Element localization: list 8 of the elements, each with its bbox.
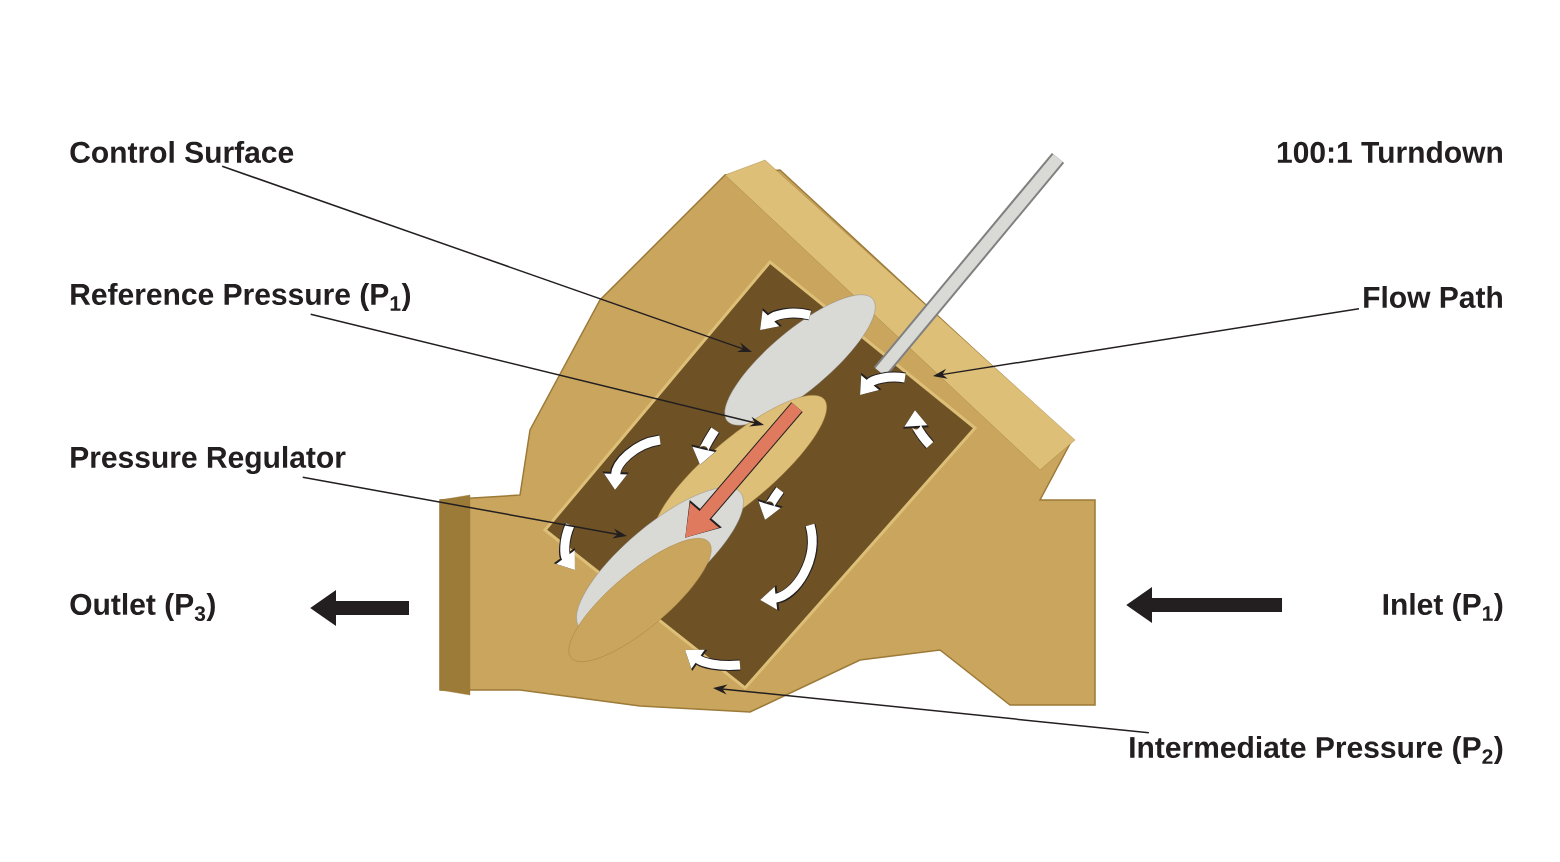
text-label: Inlet (P$_{1}$): [1383, 593, 1503, 621]
callout-label: Control Surface: [70, 141, 294, 163]
text-label: Outlet (P$_{3}$): [70, 592, 215, 622]
text-label: 100:1 Turndown: [1277, 141, 1502, 163]
callout-label: Pressure Regulator: [71, 445, 346, 475]
callout-label: Reference Pressure (P$_{1}$): [71, 283, 411, 311]
callout-label: Flow Path: [1364, 286, 1502, 308]
callout-label: Intermediate Pressure (P$_{2}$): [1130, 736, 1503, 764]
